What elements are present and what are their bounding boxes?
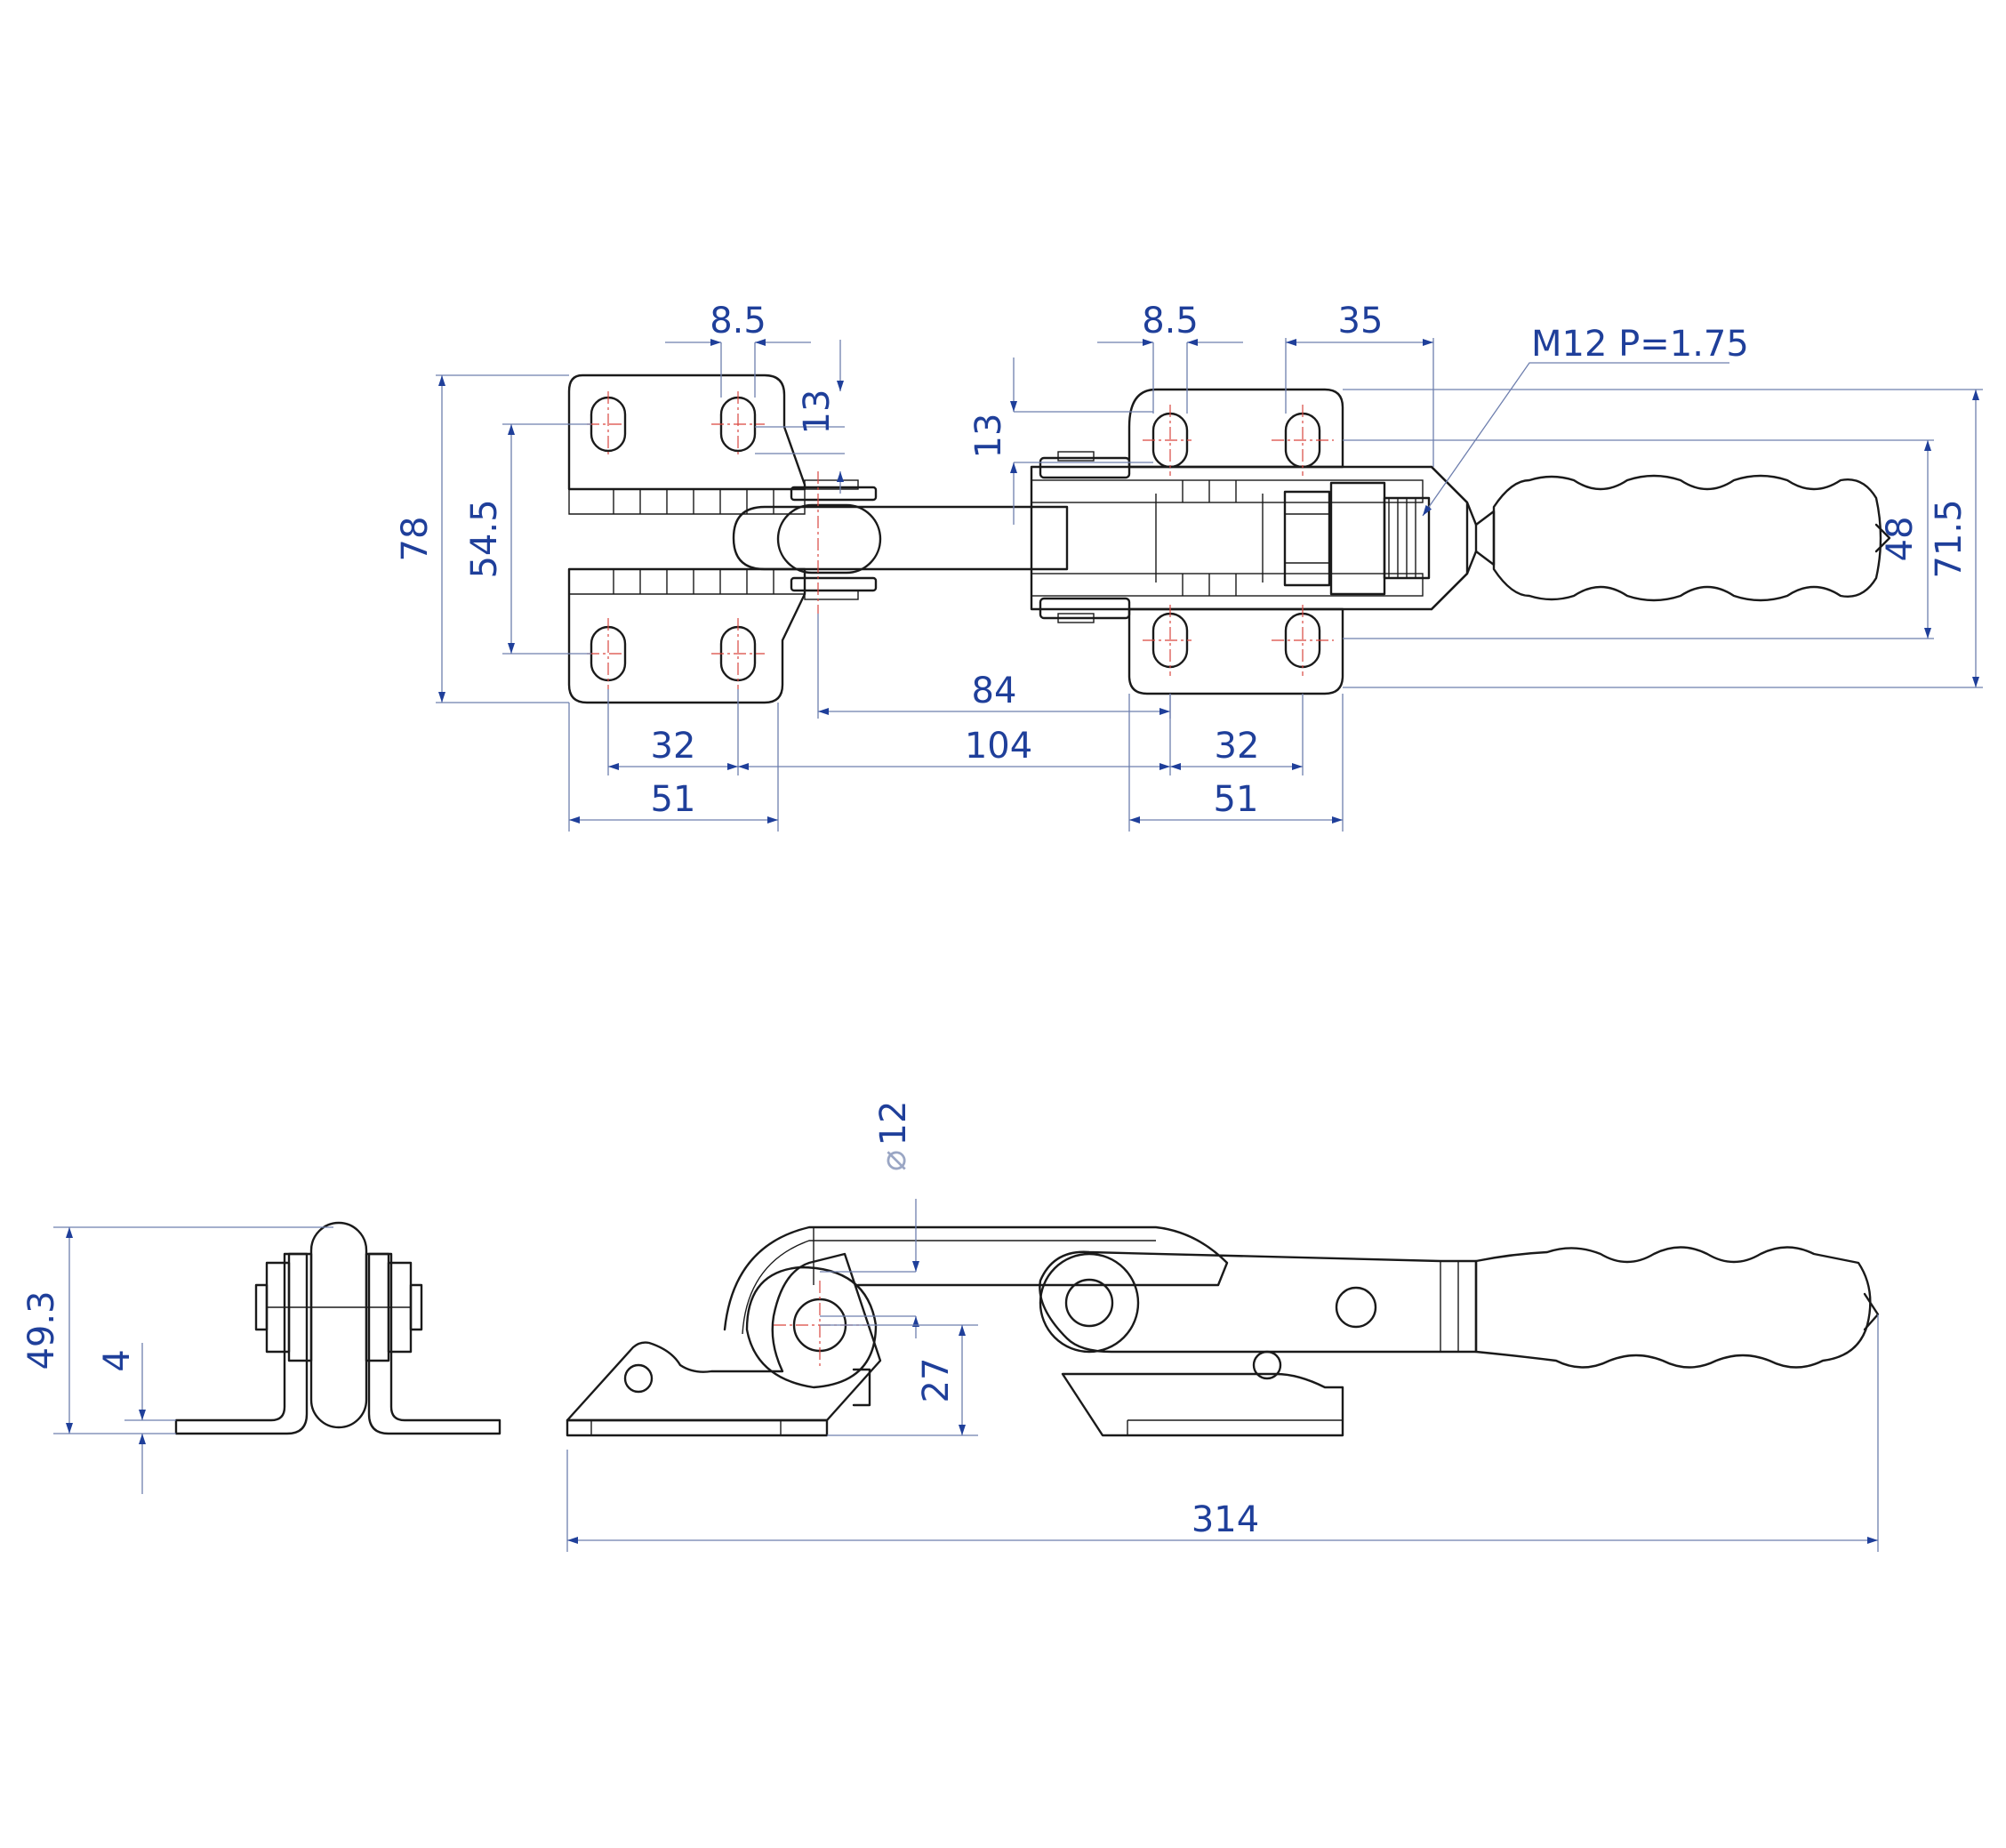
dim-label: 13 (968, 414, 1009, 459)
left-base-plate (566, 1418, 829, 1437)
handle-grip (1492, 474, 1882, 602)
dim-label: 104 (965, 726, 1032, 767)
lever-hole (1335, 1286, 1377, 1329)
dim-label: 49.3 (21, 1290, 62, 1370)
dim-label: 51 (651, 779, 696, 820)
lock-nut (1329, 481, 1386, 596)
dim-label: 35 (1338, 301, 1384, 341)
upper-arm (723, 1225, 1229, 1331)
lever-pivot (1064, 1278, 1114, 1328)
hex-nut (1283, 490, 1331, 587)
strap-link (732, 505, 1069, 571)
end-view-base-left (174, 1252, 309, 1435)
left-top-bracket (567, 374, 806, 491)
right-bottom-bracket (1127, 607, 1344, 695)
handle-grip (1474, 1246, 1872, 1369)
dim-label: ⌀ (873, 1150, 914, 1171)
dim-label: 84 (972, 671, 1017, 711)
dim-label: 32 (1215, 726, 1260, 767)
dim-label: 71.5 (1929, 499, 1970, 578)
dim-label: 54.5 (464, 499, 505, 578)
side-view: ⌀ 12 27 314 (566, 1101, 1880, 1552)
dim-label: 13 (797, 390, 838, 435)
left-bottom-bracket (567, 567, 806, 704)
dim-label: 51 (1214, 779, 1259, 820)
end-view: 49.3 4 (21, 1221, 502, 1494)
thread-callout: M12 P=1.75 (1531, 324, 1749, 365)
hook-bracket (566, 1252, 882, 1422)
dim-label: 78 (395, 517, 436, 562)
dim-label: 8.5 (710, 301, 766, 341)
dim-label: 8.5 (1142, 301, 1199, 341)
right-base-plate (1061, 1372, 1344, 1437)
dim-label: 48 (1880, 517, 1921, 562)
dim-label: 27 (916, 1358, 957, 1403)
yoke-body (1030, 465, 1469, 611)
main-lever (1039, 1250, 1478, 1354)
dim-label: 4 (97, 1349, 138, 1371)
dim-label: 314 (1192, 1499, 1259, 1540)
right-top-bracket (1127, 388, 1344, 469)
dim-label: 12 (873, 1101, 914, 1146)
top-view: 8.5 8.5 35 M12 P=1.75 13 13 78 54.5 (395, 301, 1983, 832)
dim-label: 32 (651, 726, 696, 767)
